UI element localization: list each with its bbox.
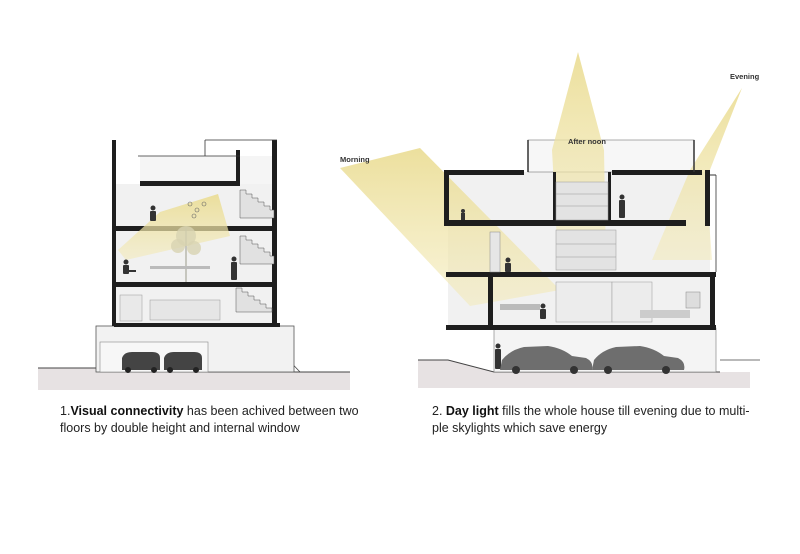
car-icon bbox=[164, 352, 202, 373]
wall bbox=[112, 140, 116, 326]
caption-number: 1. bbox=[60, 404, 71, 418]
left-section-drawing bbox=[38, 139, 350, 390]
person-icon bbox=[231, 256, 237, 280]
staircase bbox=[235, 189, 275, 313]
slab bbox=[446, 325, 716, 330]
caption-text: has been achived between two floors by d… bbox=[60, 404, 359, 435]
slab bbox=[114, 323, 280, 327]
ground bbox=[38, 368, 350, 390]
person-icon bbox=[619, 194, 625, 218]
person-icon bbox=[461, 209, 465, 220]
caption-day-light: 2. Day light fills the whole house till … bbox=[432, 403, 752, 437]
right-section-drawing bbox=[340, 52, 760, 388]
afternoon-label: After noon bbox=[568, 137, 606, 146]
person-icon bbox=[505, 257, 511, 272]
morning-label: Morning bbox=[340, 155, 370, 164]
ground bbox=[418, 360, 750, 388]
person-icon bbox=[540, 303, 546, 319]
car-icon bbox=[122, 352, 160, 373]
caption-bold: Visual connectivity bbox=[70, 404, 184, 418]
tree-icon bbox=[171, 226, 201, 282]
caption-text: fills the whole house till evening due t… bbox=[432, 404, 750, 435]
afternoon-beam bbox=[552, 52, 606, 260]
caption-visual-connectivity: 1.Visual connectivity has been achived b… bbox=[60, 403, 360, 437]
car-icon bbox=[500, 346, 593, 374]
person-icon bbox=[495, 343, 501, 369]
caption-bold: Day light bbox=[445, 404, 499, 418]
shelving bbox=[555, 181, 653, 323]
window-dots bbox=[187, 201, 207, 219]
slab bbox=[446, 272, 716, 277]
slab bbox=[114, 282, 274, 287]
person-icon bbox=[123, 259, 136, 274]
person-icon bbox=[150, 205, 156, 221]
wall bbox=[272, 140, 277, 326]
slab bbox=[446, 220, 686, 226]
caption-number: 2. bbox=[432, 404, 446, 418]
slab bbox=[140, 181, 236, 186]
evening-label: Evening bbox=[730, 72, 760, 81]
light-cone bbox=[118, 194, 230, 260]
car-icon bbox=[592, 346, 685, 374]
